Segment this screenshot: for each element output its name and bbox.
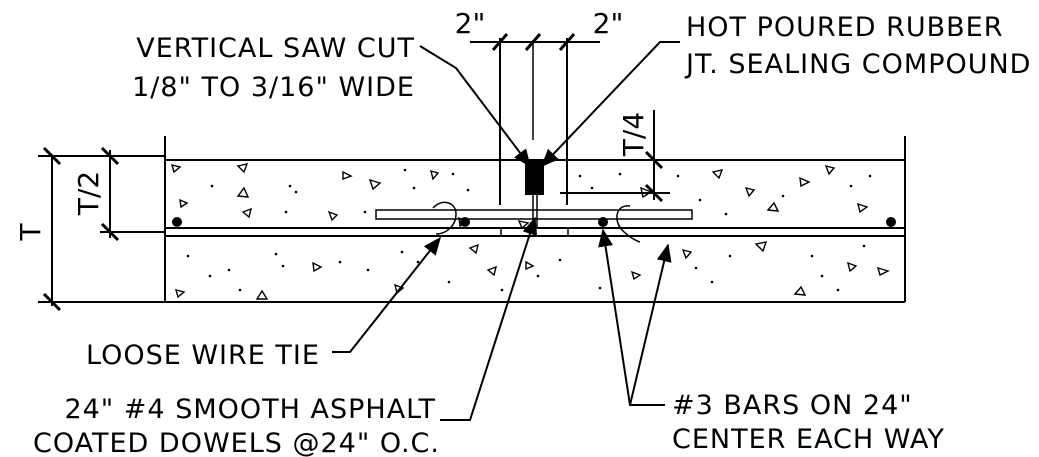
- dim-half-thickness: T/2: [72, 171, 105, 216]
- dim-thickness: T: [14, 223, 47, 242]
- leader-sealant: [540, 41, 680, 168]
- leader-wire-tie: [332, 236, 441, 353]
- wire-tie-loops: [432, 201, 641, 243]
- label-sealant-line2: JT. SEALING COMPOUND: [684, 49, 1031, 80]
- label-bars-line1: #3 BARS ON 24": [672, 390, 913, 421]
- thickness-dimension: [38, 146, 165, 312]
- label-bars-line2: CENTER EACH WAY: [672, 424, 945, 455]
- half-thickness-dimension: [100, 146, 165, 242]
- quarter-thickness-dimension: [560, 110, 670, 203]
- dim-quarter-thickness: T/4: [617, 112, 650, 157]
- label-saw-cut-line1: VERTICAL SAW CUT: [136, 33, 415, 64]
- top-dimension: [470, 33, 600, 205]
- concrete-aggregate-pattern: [170, 163, 890, 300]
- dim-left-offset: 2": [455, 7, 486, 40]
- lower-bar-left: [164, 227, 502, 237]
- dim-right-offset: 2": [593, 7, 624, 40]
- rebar-dots: [172, 217, 896, 227]
- label-dowels-line1: 24" #4 SMOOTH ASPHALT: [64, 394, 436, 425]
- leader-bars: [598, 228, 672, 406]
- lower-slab: [165, 235, 905, 303]
- leader-dowels: [440, 216, 538, 421]
- leader-saw-cut: [419, 45, 531, 168]
- label-wire-tie: LOOSE WIRE TIE: [86, 340, 320, 371]
- label-sealant-line1: HOT POURED RUBBER: [686, 12, 1004, 43]
- lower-bar-right: [567, 227, 906, 237]
- dowel-bar: [375, 209, 693, 220]
- sealant-compound: [525, 160, 544, 195]
- label-dowels-line2: COATED DOWELS @24" O.C.: [33, 428, 440, 457]
- label-saw-cut-line2: 1/8" TO 3/16" WIDE: [132, 72, 415, 103]
